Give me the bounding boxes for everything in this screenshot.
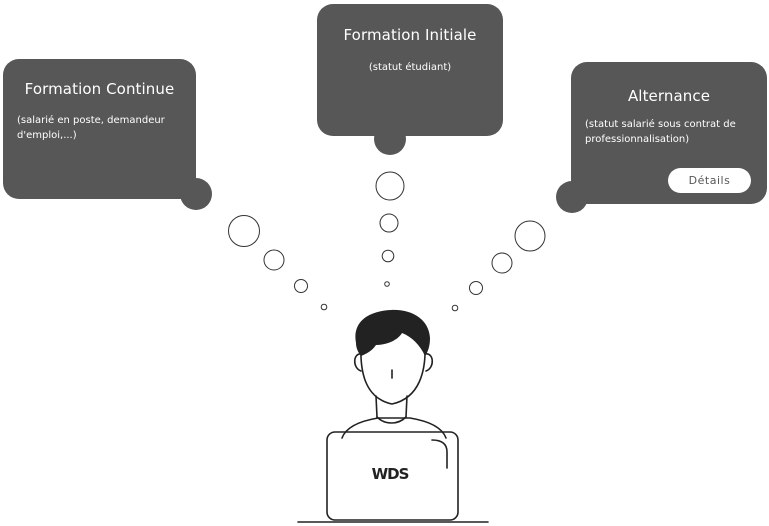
thought-dot [451, 304, 459, 312]
thought-dot [294, 279, 308, 293]
torso-outline [341, 417, 447, 439]
alternance-subtitle: (statut salarié sous contrat de professi… [585, 119, 736, 145]
face-outline [360, 344, 426, 405]
formation-initiale-subtitle: (statut étudiant) [368, 62, 452, 73]
thought-dot [375, 171, 405, 201]
formation-continue-bubble-tail [180, 178, 212, 210]
ear-right [424, 353, 434, 372]
thought-dot [263, 249, 285, 271]
formation-continue-title: Formation Continue [24, 80, 175, 98]
formation-initiale-title: Formation Initiale [343, 26, 477, 44]
thought-dot [469, 281, 483, 295]
thought-dot [381, 249, 395, 263]
laptop-logo-text: WDS [372, 465, 409, 483]
thought-dot [320, 303, 328, 311]
alternance-title: Alternance [627, 87, 711, 105]
neck-outline [375, 395, 378, 418]
formation-initiale-bubble-tail [374, 123, 406, 155]
thought-dot [491, 252, 513, 274]
formation-continue-subtitle: (salarié en poste, demandeur d'emploi,..… [17, 115, 165, 141]
thought-dot [514, 220, 546, 252]
formation-initiale-bubble: Formation Initiale (statut étudiant) [317, 4, 503, 136]
thought-dot [384, 281, 390, 287]
collar-outline [376, 416, 407, 424]
thought-dot [379, 213, 399, 233]
laptop-highlight [431, 439, 448, 469]
alternance-bubble-tail [556, 181, 588, 213]
hair [355, 309, 430, 356]
details-button[interactable]: Détails [668, 168, 751, 193]
thought-dot [228, 215, 260, 247]
neck-outline [405, 395, 408, 418]
formation-continue-bubble: Formation Continue (salarié en poste, de… [3, 59, 196, 199]
laptop-outline [326, 431, 459, 521]
